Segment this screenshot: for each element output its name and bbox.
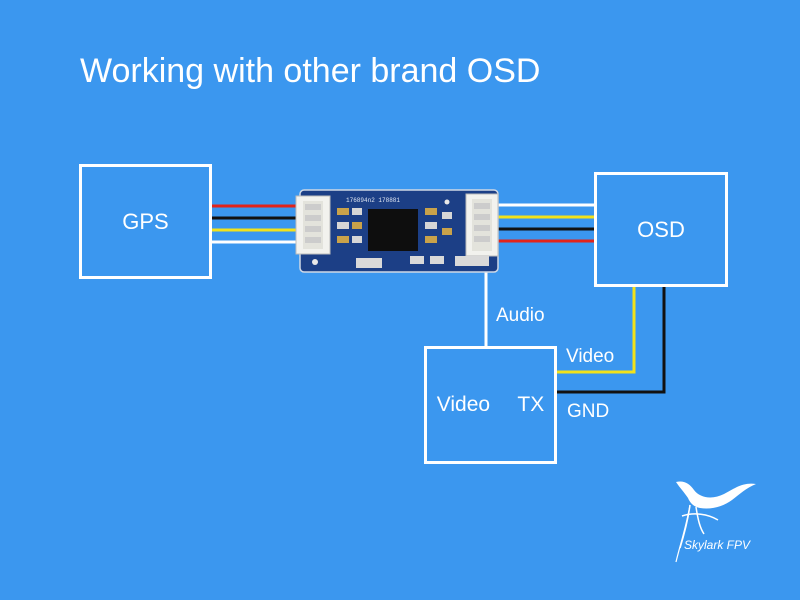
- gps-box: GPS: [79, 164, 212, 279]
- audio-label: Audio: [496, 305, 545, 326]
- logo-text: Skylark FPV: [684, 538, 751, 552]
- bird-icon: [675, 481, 756, 563]
- osd-label: OSD: [637, 216, 685, 242]
- gps-wires: [212, 204, 300, 244]
- page-title: Working with other brand OSD: [80, 52, 541, 90]
- osd-box: OSD: [594, 172, 728, 287]
- osd-wires: [498, 203, 594, 243]
- video-tx-label: Video TX: [436, 393, 545, 416]
- osd-module-board: 176894n2 178881: [295, 189, 499, 273]
- gnd-wire: [557, 287, 666, 394]
- gnd-label: GND: [567, 401, 610, 422]
- video-wire: [557, 287, 636, 374]
- main-chip: [368, 209, 418, 251]
- video-label: Video: [566, 346, 615, 367]
- board-silkscreen: 176894n2 178881: [346, 197, 400, 204]
- gps-label: GPS: [122, 208, 169, 234]
- video-tx-box: Video TX: [424, 346, 557, 464]
